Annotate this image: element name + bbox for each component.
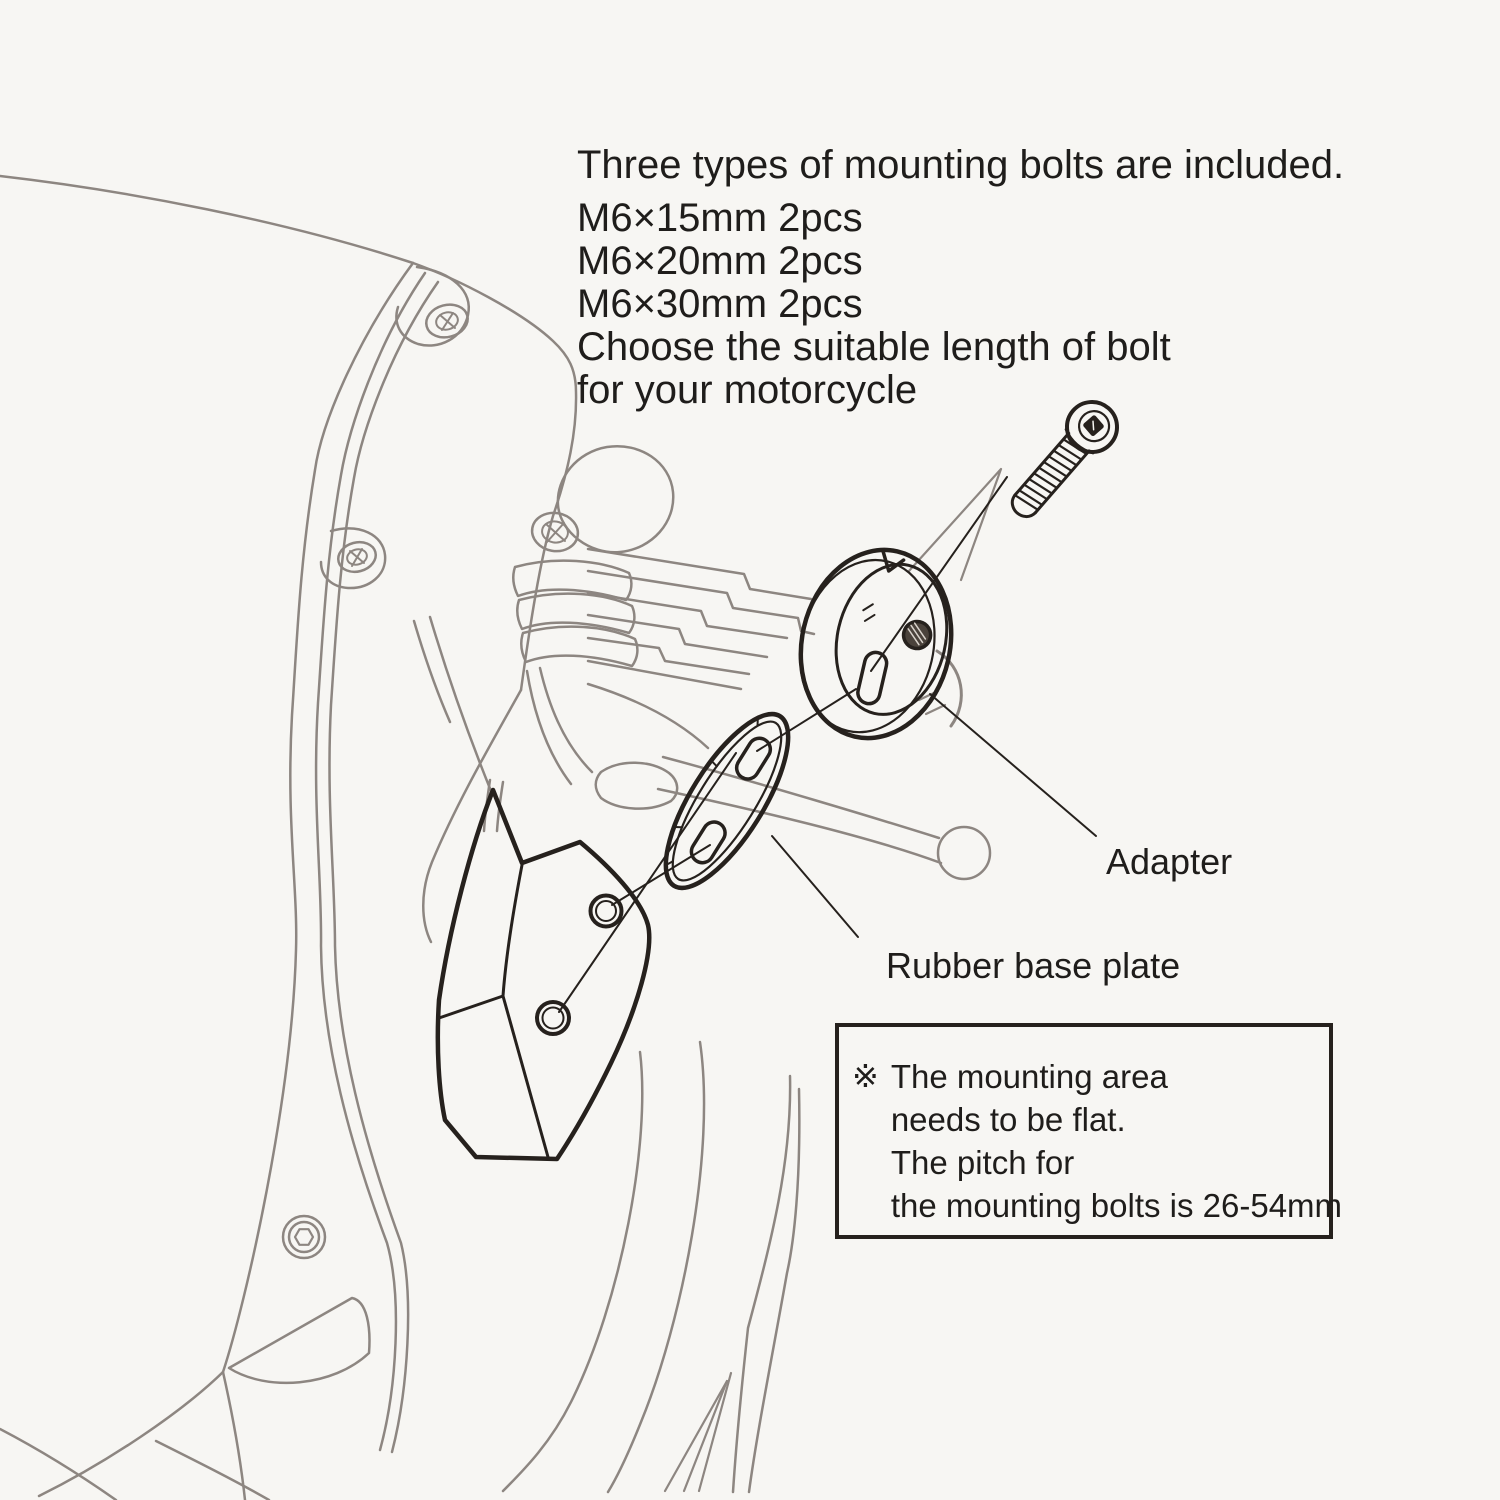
adapter-drawing (798, 547, 954, 741)
note-line-2: needs to be flat. (890, 1101, 1126, 1138)
brake-cable-2 (525, 669, 573, 786)
note-text: The mounting area needs to be flat. The … (891, 1055, 1342, 1227)
fairing-nose-edge-lower (422, 688, 523, 944)
switch-panel-line-5 (586, 636, 751, 676)
brake-cable-1 (538, 666, 594, 774)
note-line-4: the mounting bolts is 26-54mm (890, 1187, 1343, 1224)
fairing-groove-b (328, 280, 440, 1454)
instructions-block: Three types of mounting bolts are includ… (577, 142, 1344, 412)
riser-band-2 (516, 592, 636, 635)
fork-line-3 (697, 1371, 733, 1493)
rubber-base-plate-label: Rubber base plate (886, 945, 1181, 986)
lever-pivot (594, 761, 679, 810)
riser-band-3 (520, 625, 639, 668)
switch-panel-line-7 (586, 682, 710, 750)
boss-hole-lower (535, 1000, 571, 1036)
fairing-groove-a (314, 271, 427, 1452)
hex-bolt-outer (281, 1214, 327, 1260)
plate-slot-lower (689, 820, 727, 865)
windscreen-top-edge (0, 174, 415, 265)
adapter-leader-line (929, 693, 1097, 837)
plate-slot-upper (734, 736, 773, 781)
master-cylinder (556, 444, 675, 554)
hex-bolt-socket (293, 1228, 315, 1246)
fork-line-2 (682, 1379, 729, 1493)
bolt-option-2: M6×20mm 2pcs (577, 239, 863, 283)
motorcycle-line-art (0, 174, 1003, 1500)
switch-panel-line-3 (586, 591, 789, 640)
intake-wedge (227, 1296, 371, 1385)
note-box: ※ The mounting area needs to be flat. Th… (835, 1023, 1342, 1239)
reference-mark: ※ (852, 1057, 879, 1095)
fairing-left-edge (221, 261, 415, 1374)
plate-to-boss-line-a (611, 844, 711, 906)
adapter-to-plate-line (756, 688, 857, 752)
switch-panel-line-6 (586, 659, 743, 691)
boss-hole-upper (588, 893, 624, 929)
adapter-slot (856, 650, 889, 706)
fairing-nose-edge (411, 261, 578, 692)
windscreen-screw-lower (337, 540, 377, 574)
bolt-option-3: M6×30mm 2pcs (577, 282, 863, 326)
mounting-boss (435, 787, 652, 1162)
plate-to-boss-line-b (558, 752, 737, 1013)
brake-lever-top (661, 755, 941, 840)
note-line-1: The mounting area (890, 1058, 1168, 1095)
lever-ball-end (936, 825, 992, 881)
bolt-axis-line (870, 476, 1008, 672)
advice-line-1: Choose the suitable length of bolt (577, 325, 1171, 369)
screw-boss-hook-lower (319, 527, 387, 590)
bolt-drawing (1010, 400, 1119, 519)
advice-line-2: for your motorcycle (577, 368, 918, 412)
insertion-guide-v (907, 467, 1003, 582)
windscreen-screw-upper (425, 303, 469, 339)
adapter-label: Adapter (1106, 841, 1233, 882)
hex-bolt-mid (287, 1220, 321, 1254)
instructions-title: Three types of mounting bolts are includ… (577, 143, 1345, 187)
switch-panel-line-1 (586, 547, 813, 601)
alignment-lines (558, 476, 1097, 1013)
bolt-option-1: M6×15mm 2pcs (577, 196, 863, 240)
mounting-boss-outline (435, 787, 652, 1162)
fork-line-1 (663, 1379, 729, 1493)
note-line-3: The pitch for (890, 1144, 1075, 1181)
adapter-notch (881, 549, 906, 573)
plate-leader-line (771, 835, 859, 938)
bolt-threads (1013, 438, 1088, 511)
switch-panel-line-4 (586, 613, 769, 659)
clamp-screw (530, 511, 580, 553)
